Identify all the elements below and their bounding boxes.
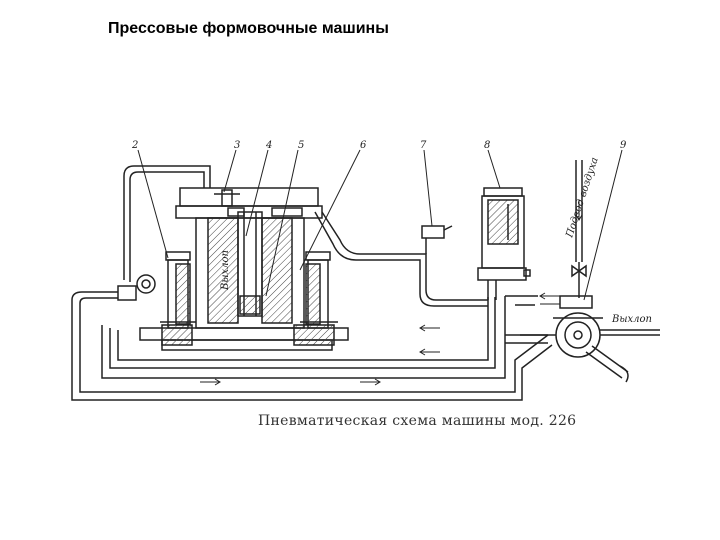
cylinder-8 bbox=[477, 187, 531, 300]
callout-6: 6 bbox=[360, 140, 367, 151]
label-exhaust-vertical: Выхлоп bbox=[220, 250, 231, 291]
press-machine bbox=[139, 187, 349, 351]
slide-title: Прессовые формовочные машины bbox=[108, 20, 389, 37]
callout-2: 2 bbox=[131, 140, 138, 151]
flow-arrows bbox=[200, 200, 583, 386]
callout-7: 7 bbox=[420, 140, 427, 151]
valve-7 bbox=[421, 225, 453, 254]
diagram-caption: Пневматическая схема машины мод. 226 bbox=[258, 413, 576, 429]
gauge-valve-left bbox=[117, 274, 156, 301]
label-exhaust-right: Выхлоп bbox=[611, 314, 652, 325]
distributor-9 bbox=[520, 160, 660, 383]
pipe-to-valve-7 bbox=[321, 211, 488, 301]
callout-9: 9 bbox=[620, 140, 627, 151]
callout-4: 4 bbox=[265, 140, 272, 151]
callout-3: 3 bbox=[234, 140, 240, 151]
piping-lower-loops bbox=[71, 291, 553, 401]
callout-leaders bbox=[137, 149, 623, 301]
callout-5: 5 bbox=[298, 140, 304, 151]
piping-upper bbox=[123, 165, 211, 282]
callout-8: 8 bbox=[484, 140, 490, 151]
